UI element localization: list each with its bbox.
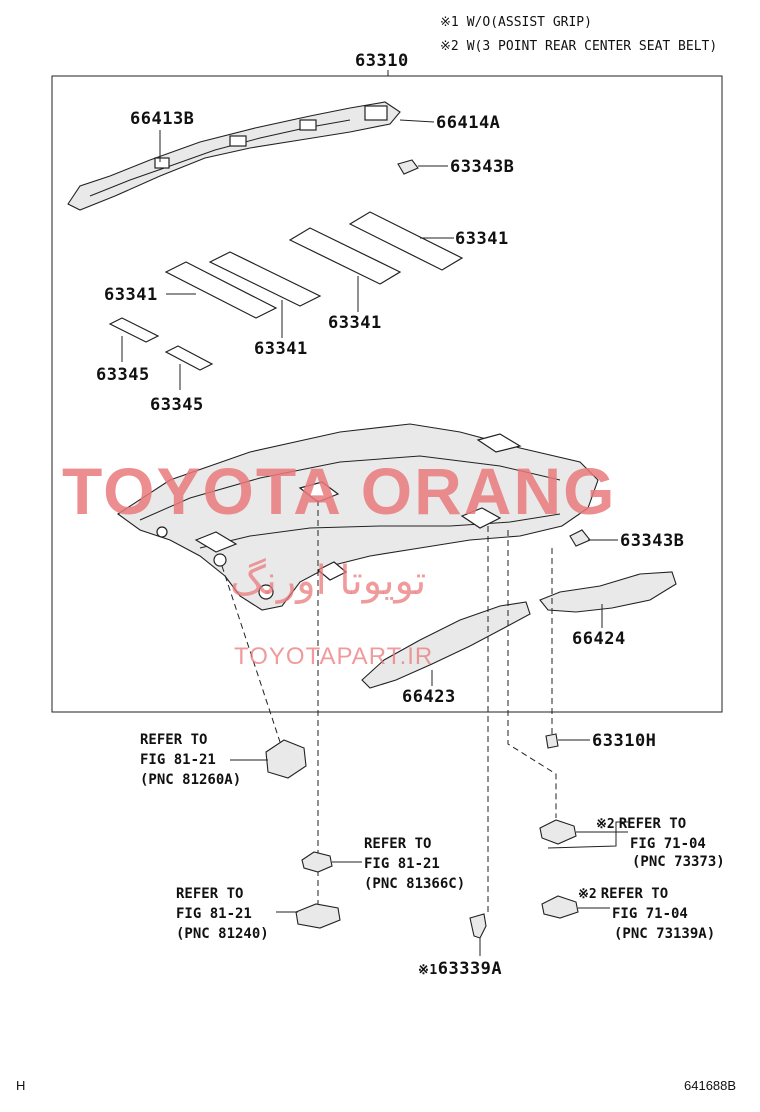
part-63345-pad-a[interactable]: [108, 317, 160, 343]
label-66423: 66423: [402, 687, 456, 707]
part-63341-pad-d[interactable]: [348, 211, 464, 271]
part-63310-headliner[interactable]: [117, 423, 599, 611]
leader-66414A: [399, 119, 435, 123]
ref-81260A-line3: (PNC 81260A): [140, 772, 241, 788]
part-63310H-clip[interactable]: [545, 733, 559, 749]
part-63343B-clip-mid[interactable]: [569, 529, 591, 547]
part-belt-cover-73139A[interactable]: [541, 895, 579, 919]
ref-81240-line3: (PNC 81240): [176, 926, 269, 942]
part-63345-pad-b[interactable]: [164, 345, 214, 371]
part-63341-pad-c[interactable]: [288, 227, 402, 285]
part-63341-pad-b[interactable]: [208, 251, 322, 307]
label-63339A: ※163339A: [418, 959, 502, 979]
label-63343B-top: 63343B: [450, 157, 514, 177]
watermark-persian: تویوتا اورنگ: [230, 558, 426, 604]
dash-lamp-81260A: [221, 565, 281, 743]
part-map-lamp-81260A[interactable]: [265, 739, 307, 779]
label-63310H: 63310H: [592, 731, 656, 751]
label-66414A: 66414A: [436, 113, 500, 133]
part-66423-bracket[interactable]: [361, 601, 531, 689]
part-lamp-81366C[interactable]: [301, 851, 333, 873]
leader-73373-cable: [547, 821, 628, 849]
watermark-brand: TOYOTA ORANG: [62, 454, 616, 528]
part-63339A-clip[interactable]: [469, 913, 487, 939]
ref-73373-line2: FIG 71-04: [630, 836, 706, 852]
part-63343B-clip-top[interactable]: [397, 159, 419, 175]
ref-81366C-line3: (PNC 81366C): [364, 876, 465, 892]
footer-right: 641688B: [684, 1078, 736, 1093]
part-room-lamp-81240[interactable]: [295, 903, 341, 929]
part-66413B-bracket[interactable]: [67, 101, 401, 211]
label-66413B: 66413B: [130, 109, 194, 129]
dash-73373: [507, 530, 557, 818]
watermark-url: TOYOTAPART.IR: [234, 643, 433, 670]
part-belt-cover-73373[interactable]: [539, 819, 577, 845]
ref-73139A-line2: FIG 71-04: [612, 906, 688, 922]
assembly-frame: [51, 75, 723, 713]
label-63310: 63310: [355, 51, 409, 71]
label-63341-d: 63341: [455, 229, 509, 249]
label-66424: 66424: [572, 629, 626, 649]
ref-81366C-line2: FIG 81-21: [364, 856, 440, 872]
ref-81366C-line1: REFER TO: [364, 836, 431, 852]
ref-81240-line2: FIG 81-21: [176, 906, 252, 922]
part-63341-pad-a[interactable]: [164, 261, 278, 319]
ref-81240-line1: REFER TO: [176, 886, 243, 902]
label-63345-b: 63345: [150, 395, 204, 415]
ref-73139A-line3: (PNC 73139A): [614, 926, 715, 942]
label-63341-b: 63341: [254, 339, 308, 359]
label-63341-c: 63341: [328, 313, 382, 333]
ref-81260A-line2: FIG 81-21: [140, 752, 216, 768]
label-63341-a: 63341: [104, 285, 158, 305]
label-63343B-mid: 63343B: [620, 531, 684, 551]
part-66424-bracket[interactable]: [539, 571, 677, 613]
ref-81260A-line1: REFER TO: [140, 732, 207, 748]
label-63345-a: 63345: [96, 365, 150, 385]
ref-73373-line3: (PNC 73373): [632, 854, 725, 870]
footer-left: H: [16, 1078, 25, 1093]
